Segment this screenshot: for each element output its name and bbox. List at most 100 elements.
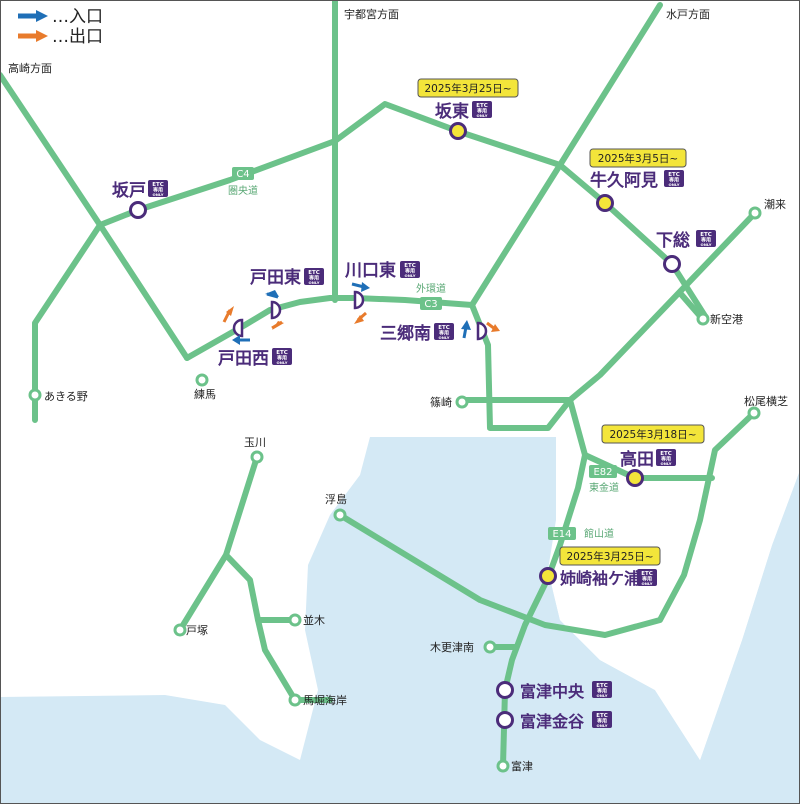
station-todanishi: 戸田西 ETC 専用 ONLY — [218, 348, 292, 369]
svg-text:ETC: ETC — [404, 263, 416, 269]
svg-text:ONLY: ONLY — [597, 723, 608, 728]
etc-only-badge: ETC 専用 ONLY — [148, 180, 168, 197]
etc-only-badge: ETC 専用 ONLY — [434, 323, 454, 340]
ic-circle-sakado — [129, 201, 147, 219]
place-nerima: 練馬 — [194, 387, 216, 401]
station-name: 戸田西 — [218, 349, 269, 369]
svg-text:専用: 専用 — [669, 177, 679, 184]
place-matsuoyokoshiba: 松尾横芝 — [744, 394, 788, 408]
station-name: 下総 — [656, 230, 690, 251]
interchange-circles — [129, 122, 681, 729]
svg-text:ONLY: ONLY — [439, 335, 450, 340]
place-umahori: 馬堀海岸 — [303, 693, 347, 707]
ic-circle-bando — [449, 122, 467, 140]
station-shimofusa: 下総 ETC 専用 ONLY — [656, 230, 716, 251]
place-marker-akiruno — [28, 388, 42, 402]
station-futtsuchuo: 富津中央 ETC 専用 ONLY — [520, 681, 612, 701]
ic-circle-takata — [626, 469, 644, 487]
legend-exit-label: …出口 — [52, 27, 103, 47]
date-callouts: 2025年3月25日~ 2025年3月5日~ 2025年3月18日~ 2025年… — [417, 78, 705, 566]
date-callout-ushikuami: 2025年3月5日~ — [589, 148, 687, 168]
station-name: 川口東 — [344, 260, 396, 281]
svg-text:ONLY: ONLY — [597, 693, 608, 698]
legend: …入口 …出口 — [18, 7, 103, 47]
svg-text:ETC: ETC — [476, 103, 488, 109]
svg-text:ETC: ETC — [668, 172, 680, 178]
svg-text:ETC: ETC — [641, 571, 653, 577]
svg-text:2025年3月25日~: 2025年3月25日~ — [566, 550, 653, 563]
station-name: 坂東 — [435, 101, 469, 122]
station-anegasaki: 姉崎袖ケ浦 ETC 専用 ONLY — [560, 569, 657, 588]
svg-text:ETC: ETC — [438, 325, 450, 331]
svg-text:専用: 専用 — [405, 268, 415, 275]
svg-text:ONLY: ONLY — [701, 242, 712, 247]
etc-only-badge: ETC 専用 ONLY — [664, 170, 684, 187]
svg-text:専用: 専用 — [597, 688, 607, 695]
etc-only-badge: ETC 専用 ONLY — [637, 569, 657, 586]
station-ushikuami: 牛久阿見 ETC 専用 ONLY — [590, 170, 684, 191]
svg-text:ONLY: ONLY — [661, 461, 672, 466]
road-joban — [469, 2, 663, 308]
place-namiki: 並木 — [303, 613, 325, 627]
sea — [0, 400, 800, 804]
place-marker-nerima — [195, 373, 209, 387]
date-callout-takata: 2025年3月18日~ — [601, 424, 705, 444]
ic-marker-misatominami — [461, 320, 500, 341]
boso-peninsula-land — [548, 400, 800, 760]
place-itako: 潮来 — [764, 197, 786, 211]
station-name: 富津金谷 — [520, 712, 585, 731]
road-keiyo — [459, 210, 758, 403]
station-name: 坂戸 — [112, 181, 146, 201]
svg-text:専用: 専用 — [701, 237, 711, 244]
road-c4-east — [332, 101, 708, 319]
place-marker-namiki — [288, 613, 302, 627]
route-badge-e14-text: E14 — [552, 529, 571, 540]
road-shinkuko-branch — [677, 290, 703, 319]
road-ken-o-chiba — [337, 410, 757, 638]
legend-entry: …入口 — [18, 7, 103, 27]
svg-text:ETC: ETC — [700, 232, 712, 238]
legend-entry-label: …入口 — [52, 7, 103, 27]
svg-text:ETC: ETC — [152, 182, 164, 188]
ic-circle-shimofusa — [663, 255, 681, 273]
svg-text:2025年3月18日~: 2025年3月18日~ — [609, 428, 696, 441]
road-yokohama-yokosuka — [177, 454, 260, 633]
station-todahigashi: 戸田東 ETC 専用 ONLY — [250, 267, 324, 288]
place-marker-shinkuko — [696, 312, 710, 326]
station-labels: 坂戸 ETC 専用 ONLY 坂東 ETC 専用 ONLY 牛久阿見 ETC 専… — [112, 101, 716, 731]
svg-text:専用: 専用 — [597, 718, 607, 725]
route-badge-e82-text: E82 — [593, 467, 612, 478]
svg-text:ONLY: ONLY — [277, 360, 288, 365]
etc-only-badge: ETC 専用 ONLY — [472, 101, 492, 118]
etc-only-badge: ETC 専用 ONLY — [400, 261, 420, 278]
etc-only-badge: ETC 専用 ONLY — [592, 711, 612, 728]
svg-text:専用: 専用 — [661, 456, 671, 463]
legend-exit: …出口 — [18, 27, 103, 47]
road-kanetsu — [0, 72, 190, 361]
ic-circle-ushikuami — [596, 194, 614, 212]
ic-circle-anegasaki — [539, 567, 557, 585]
svg-text:専用: 専用 — [477, 108, 487, 115]
route-name-c4: 圏央道 — [228, 184, 258, 197]
svg-text:ONLY: ONLY — [669, 182, 680, 187]
direction-takasaki: 高崎方面 — [8, 61, 52, 75]
svg-text:ONLY: ONLY — [642, 581, 653, 586]
ic-circle-futtsukanaya — [496, 711, 514, 729]
station-kawaguchihigashi: 川口東 ETC 専用 ONLY — [344, 260, 420, 281]
svg-text:ETC: ETC — [596, 683, 608, 689]
route-badges: C4 圏央道 C3 外環道 E82 東金道 E14 館山道 — [228, 167, 619, 540]
svg-text:ETC: ETC — [596, 713, 608, 719]
place-totsuka: 戸塚 — [186, 624, 208, 637]
station-bando: 坂東 ETC 専用 ONLY — [435, 101, 492, 122]
etc-only-badge: ETC 専用 ONLY — [592, 681, 612, 698]
svg-text:専用: 専用 — [153, 187, 163, 194]
direction-labels: 高崎方面 宇都宮方面 水戸方面 — [8, 7, 710, 75]
road-c4-west — [97, 138, 338, 228]
route-badge-c4 — [232, 167, 254, 180]
road-c3 — [184, 295, 475, 361]
place-kisarazuminami: 木更津南 — [430, 641, 474, 654]
road-chuo-branch — [32, 222, 103, 423]
direction-utsunomiya: 宇都宮方面 — [344, 7, 399, 21]
place-futtsu: 富津 — [511, 759, 533, 773]
route-badge-e82 — [589, 465, 617, 478]
